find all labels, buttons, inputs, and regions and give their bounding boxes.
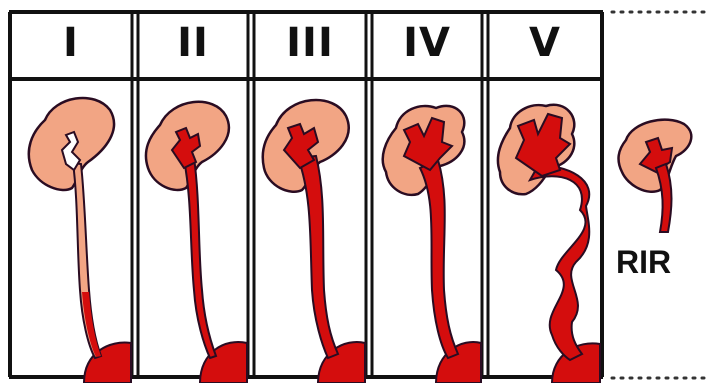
rir-illustration	[619, 120, 692, 232]
grade-2-illustration	[146, 102, 247, 383]
rir-label: RIR	[616, 244, 696, 284]
grade-4-label: IV	[372, 10, 482, 76]
ureter-shape	[530, 166, 589, 360]
grade-2-label: II	[138, 10, 248, 76]
grade-1-illustration	[29, 98, 131, 383]
grade-5-label: V	[488, 10, 602, 76]
dotted-lines	[612, 12, 707, 378]
grade-3-label: III	[254, 10, 366, 76]
ureter-shape	[656, 164, 672, 232]
ureter-shape	[420, 160, 458, 358]
ureter-shape	[73, 163, 101, 358]
ureter-shape	[184, 158, 216, 358]
grade-1-label: I	[10, 10, 132, 76]
grade-4-illustration	[383, 106, 481, 383]
grade-5-illustration	[498, 105, 600, 383]
grade-3-illustration	[263, 100, 365, 383]
